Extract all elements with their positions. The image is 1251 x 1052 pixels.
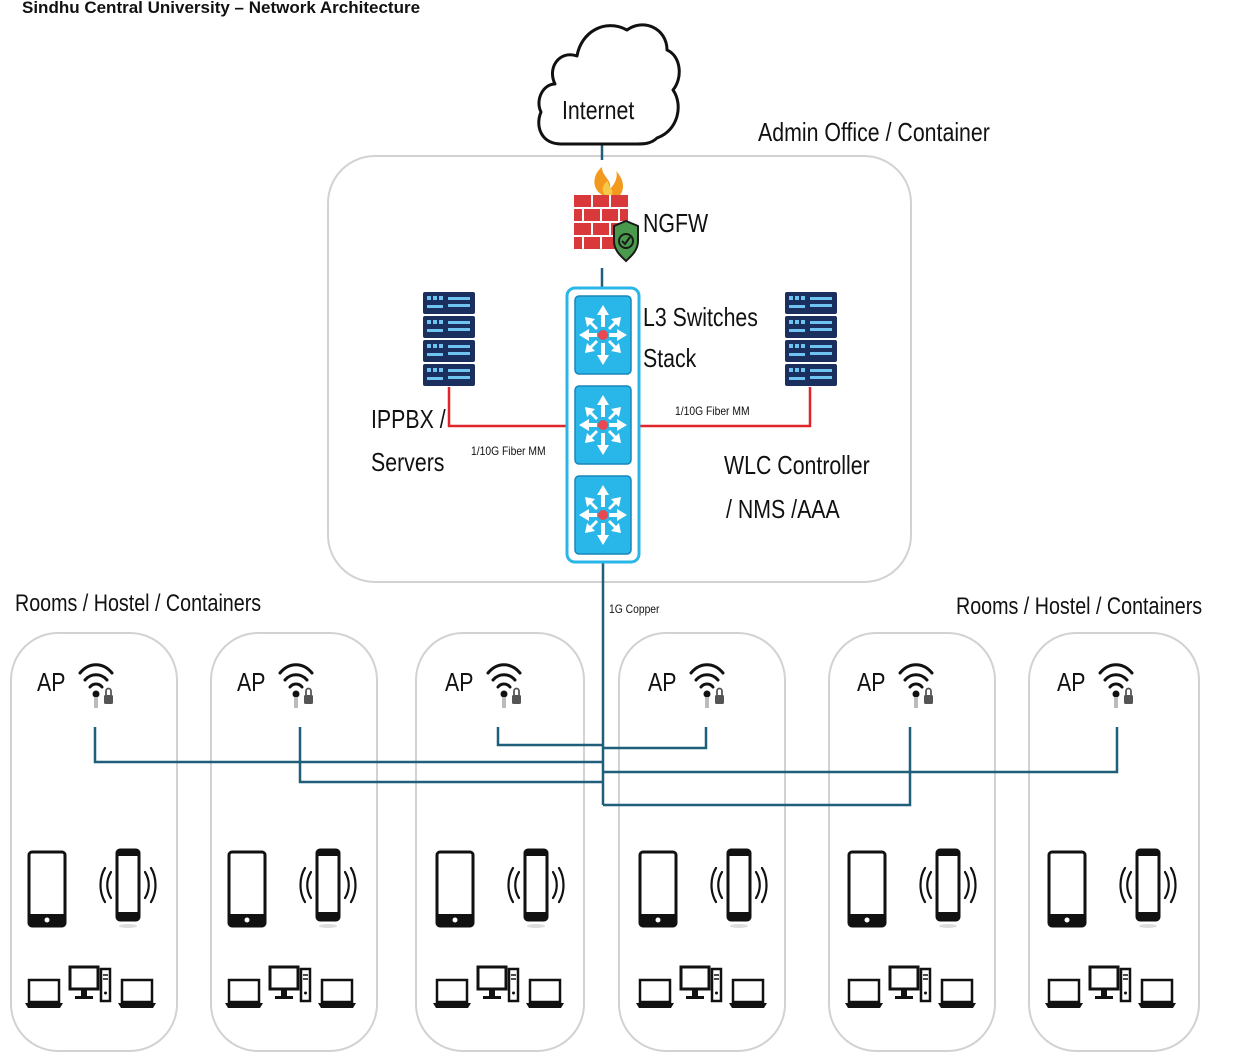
- fiber-link-right-label: 1/10G Fiber MM: [675, 404, 750, 418]
- desktop-computer-icon: [679, 965, 723, 1010]
- desktop-computer-icon: [68, 965, 112, 1010]
- ap-link-1: [93, 727, 603, 764]
- firewall-label: NGFW: [643, 208, 709, 238]
- smartphone-icon: [297, 846, 359, 935]
- tablet-icon: [227, 850, 267, 933]
- laptop-icon: [635, 978, 675, 1015]
- tablet-icon: [435, 850, 475, 933]
- internet-label: Internet: [562, 95, 635, 125]
- laptop-icon: [525, 978, 565, 1015]
- ap-link-5: [603, 727, 912, 807]
- servers-label-line2: Servers: [371, 447, 445, 477]
- tablet-icon: [638, 850, 678, 933]
- fiber-link-left-label: 1/10G Fiber MM: [471, 444, 546, 458]
- smartphone-icon: [97, 846, 159, 935]
- desktop-computer-icon: [268, 965, 312, 1010]
- ap-link-4: [603, 727, 708, 750]
- smartphone-icon: [505, 846, 567, 935]
- rooms-right-label: Rooms / Hostel / Containers: [956, 593, 1203, 620]
- l3-switch-stack-icon: [565, 286, 641, 564]
- admin-office-zone: [327, 155, 912, 583]
- ap-link-6: [603, 727, 1119, 774]
- copper-uplink-label: 1G Copper: [609, 602, 660, 616]
- laptop-icon: [24, 978, 64, 1015]
- ap-label: AP: [445, 667, 474, 697]
- laptop-icon: [117, 978, 157, 1015]
- admin-zone-label: Admin Office / Container: [758, 117, 990, 147]
- tablet-icon: [27, 850, 67, 933]
- desktop-computer-icon: [1088, 965, 1132, 1010]
- servers-label-line1: IPPBX /: [371, 404, 446, 434]
- server-rack-icon: [785, 292, 837, 386]
- desktop-computer-icon: [476, 965, 520, 1010]
- cloud-icon: [537, 23, 681, 146]
- wifi-access-point-icon: [275, 653, 317, 716]
- wifi-access-point-icon: [686, 653, 728, 716]
- tablet-icon: [1047, 850, 1087, 933]
- laptop-icon: [728, 978, 768, 1015]
- firewall-icon: [574, 167, 639, 263]
- wifi-access-point-icon: [75, 653, 117, 716]
- laptop-icon: [224, 978, 264, 1015]
- smartphone-icon: [708, 846, 770, 935]
- ap-label: AP: [237, 667, 266, 697]
- wifi-access-point-icon: [483, 653, 525, 716]
- ap-label: AP: [648, 667, 677, 697]
- ap-link-2: [298, 727, 603, 784]
- smartphone-icon: [1117, 846, 1179, 935]
- diagram-title: Sindhu Central University – Network Arch…: [22, 0, 421, 17]
- servers-fiber-link: [447, 387, 568, 428]
- wlc-fiber-link: [638, 387, 812, 428]
- tablet-icon: [847, 850, 887, 933]
- laptop-icon: [1044, 978, 1084, 1015]
- wlc-label-line1: WLC Controller: [724, 450, 870, 480]
- ap-link-3: [496, 727, 603, 747]
- laptop-icon: [937, 978, 977, 1015]
- rooms-left-label: Rooms / Hostel / Containers: [15, 590, 262, 617]
- laptop-icon: [432, 978, 472, 1015]
- laptop-icon: [317, 978, 357, 1015]
- laptop-icon: [844, 978, 884, 1015]
- ap-label: AP: [857, 667, 886, 697]
- server-rack-icon: [423, 292, 475, 386]
- desktop-computer-icon: [888, 965, 932, 1010]
- wlc-label-line2: / NMS /AAA: [726, 494, 840, 524]
- switch-label-line1: L3 Switches: [643, 302, 758, 332]
- laptop-icon: [1137, 978, 1177, 1015]
- ap-label: AP: [37, 667, 66, 697]
- smartphone-icon: [917, 846, 979, 935]
- ap-label: AP: [1057, 667, 1086, 697]
- wifi-access-point-icon: [895, 653, 937, 716]
- switch-label-line2: Stack: [643, 343, 697, 373]
- wifi-access-point-icon: [1095, 653, 1137, 716]
